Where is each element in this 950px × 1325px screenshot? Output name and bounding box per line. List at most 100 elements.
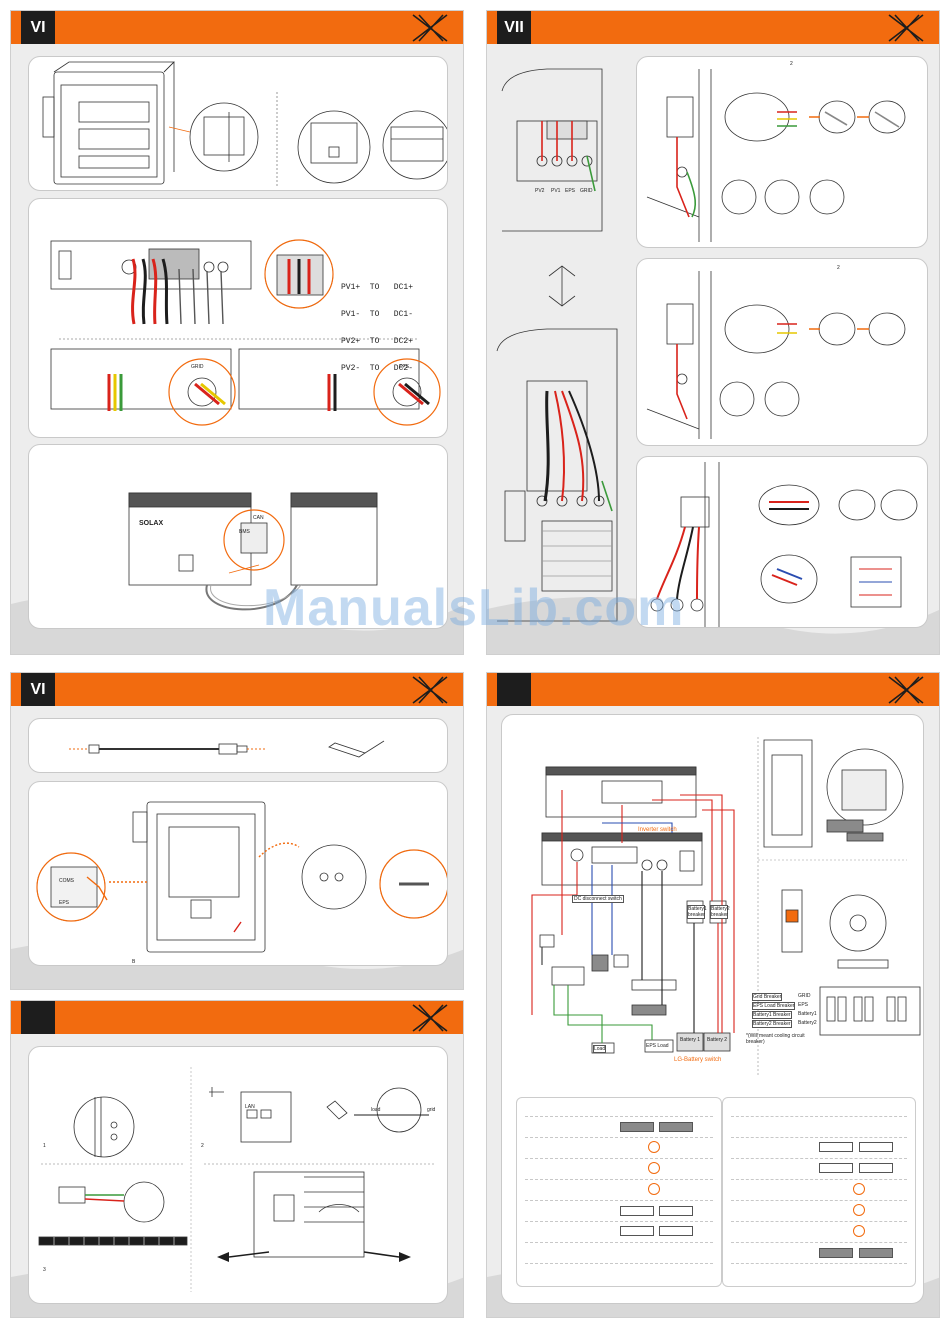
battery2-label: Battery 2 <box>707 1037 728 1043</box>
breaker-icon <box>853 1204 865 1216</box>
eps-breaker-label: EPS Load Breaker <box>752 1002 796 1010</box>
grid-breaker-label: Grid Breaker <box>752 993 783 1001</box>
section-header-band <box>11 1001 463 1034</box>
status-cell <box>659 1226 693 1236</box>
table-row <box>731 1137 907 1138</box>
section-header-band <box>487 673 939 706</box>
table-row <box>731 1116 907 1117</box>
status-cell <box>620 1206 654 1216</box>
battery1-label: Battery 1 <box>680 1037 701 1043</box>
manual-panel-vi-wiring: VI <box>10 10 464 655</box>
table-row <box>525 1221 713 1222</box>
system-wiring-diagram <box>531 737 921 1075</box>
lan-meter-card: 1 2 3 LAN load grid <box>28 1046 448 1304</box>
eps-port-label: EPS <box>59 900 70 906</box>
battery2-breaker-label: Battery2 breaker <box>710 905 730 919</box>
eps-port-label: EPS <box>399 364 410 370</box>
load-direction-label: load <box>371 1107 381 1113</box>
table-row <box>731 1158 907 1159</box>
breaker-icon <box>648 1141 660 1153</box>
system-wiring-card: Inverter switch DC disconnect switch Bat… <box>501 714 924 1304</box>
table-row <box>525 1263 713 1264</box>
manual-panel-system-diagram: Inverter switch DC disconnect switch Bat… <box>486 672 940 1318</box>
breaker-icon <box>648 1162 660 1174</box>
status-cell <box>859 1142 893 1152</box>
status-cell <box>819 1142 853 1152</box>
grid-port-label: GRID <box>191 364 204 370</box>
battery-terminal-illustration <box>650 462 918 627</box>
step-number: 3 <box>43 1267 46 1273</box>
status-cell <box>819 1163 853 1173</box>
table-row <box>525 1116 713 1117</box>
lan-port-label: LAN <box>245 1104 255 1110</box>
table-row <box>525 1158 713 1159</box>
step-number: 2 <box>201 1143 204 1149</box>
table-row <box>525 1242 713 1243</box>
pv-mapping-row: PV1+ TO DC1+ <box>341 283 414 292</box>
section-header-band <box>487 11 939 44</box>
table-row <box>731 1179 907 1180</box>
status-table-left <box>516 1097 722 1287</box>
lg-battery1-label: Battery1 <box>798 1011 817 1017</box>
solax-x-logo-icon <box>412 1004 448 1032</box>
status-cell <box>859 1248 893 1258</box>
solax-x-logo-icon <box>888 676 924 704</box>
breaker-icon <box>648 1183 660 1195</box>
section-number: VI <box>21 11 55 44</box>
battery-terminal-card <box>636 456 928 628</box>
watermark: ManualsLib.com <box>263 579 685 637</box>
cooling-note: *(Will meant cooling circuit breaker) <box>746 1033 805 1045</box>
status-cell <box>620 1122 654 1132</box>
solax-x-logo-icon <box>412 676 448 704</box>
battery1-breaker-label: Battery1 breaker <box>687 905 707 919</box>
lg-battery2-label: Battery2 <box>798 1020 817 1026</box>
dc-disconnect-label: DC disconnect switch <box>572 895 624 903</box>
small-mark-label: B <box>132 959 136 965</box>
cabinet-open-card <box>28 56 448 191</box>
section-number <box>21 1001 55 1034</box>
comms-install-illustration <box>36 801 447 953</box>
grid-terminal-illustration <box>646 69 906 242</box>
pv-wiring-card: PV1+ TO DC1+ PV1- TO DC1- PV2+ TO DC2+ P… <box>28 198 448 438</box>
bat1-breaker-label: Battery1 Breaker <box>752 1011 792 1019</box>
grid-terminal-card: 2 <box>636 56 928 248</box>
eps-load-label: EPS Load <box>646 1043 669 1049</box>
bms-port-label: BMS <box>239 529 250 535</box>
section-number: VI <box>21 673 55 706</box>
status-cell <box>819 1248 853 1258</box>
can-port-label: CAN <box>253 515 264 521</box>
manual-panel-vi-communication: VI <box>10 672 464 990</box>
status-table-right <box>722 1097 916 1287</box>
pv-mapping-row: PV1- TO DC1- <box>341 310 414 319</box>
table-row <box>525 1137 713 1138</box>
comms-install-card: COMS EPS B <box>28 781 448 966</box>
status-cell <box>659 1206 693 1216</box>
cabinet-interior-illustration <box>496 68 618 622</box>
status-cell <box>859 1163 893 1173</box>
step-number: 1 <box>43 1143 46 1149</box>
section-header-band <box>11 673 463 706</box>
accessory-card <box>28 718 448 773</box>
table-row <box>525 1179 713 1180</box>
pv-to-dc-mapping: PV1+ TO DC1+ PV1- TO DC1- PV2+ TO DC2+ P… <box>341 265 413 391</box>
lan-meter-illustration <box>38 1067 434 1292</box>
manual-panel-vii-connections: VII PV2 PV1 EPS GRI <box>486 10 940 655</box>
table-row <box>731 1200 907 1201</box>
table-row <box>525 1200 713 1201</box>
lg-grid-label: GRID <box>798 993 811 999</box>
bat2-breaker-label: Battery2 Breaker <box>752 1020 792 1028</box>
eps-terminal-label: EPS <box>565 188 576 194</box>
status-cell <box>620 1226 654 1236</box>
section-number: VII <box>497 11 531 44</box>
battery-comm-card: SOLAX CAN BMS <box>28 444 448 629</box>
pv2-terminal-label: PV2 <box>535 188 545 194</box>
solax-x-logo-icon <box>412 14 448 42</box>
breaker-icon <box>853 1225 865 1237</box>
pv-wiring-illustration <box>50 239 441 426</box>
pv1-terminal-label: PV1 <box>551 188 561 194</box>
inverter-battery-link-illustration <box>128 492 378 611</box>
lg-battery-switch-label: LG-Battery switch <box>674 1057 722 1063</box>
pv-mapping-row: PV2- TO DC2- <box>341 364 414 373</box>
breaker-icon <box>853 1183 865 1195</box>
eps-terminal-illustration <box>646 271 906 439</box>
